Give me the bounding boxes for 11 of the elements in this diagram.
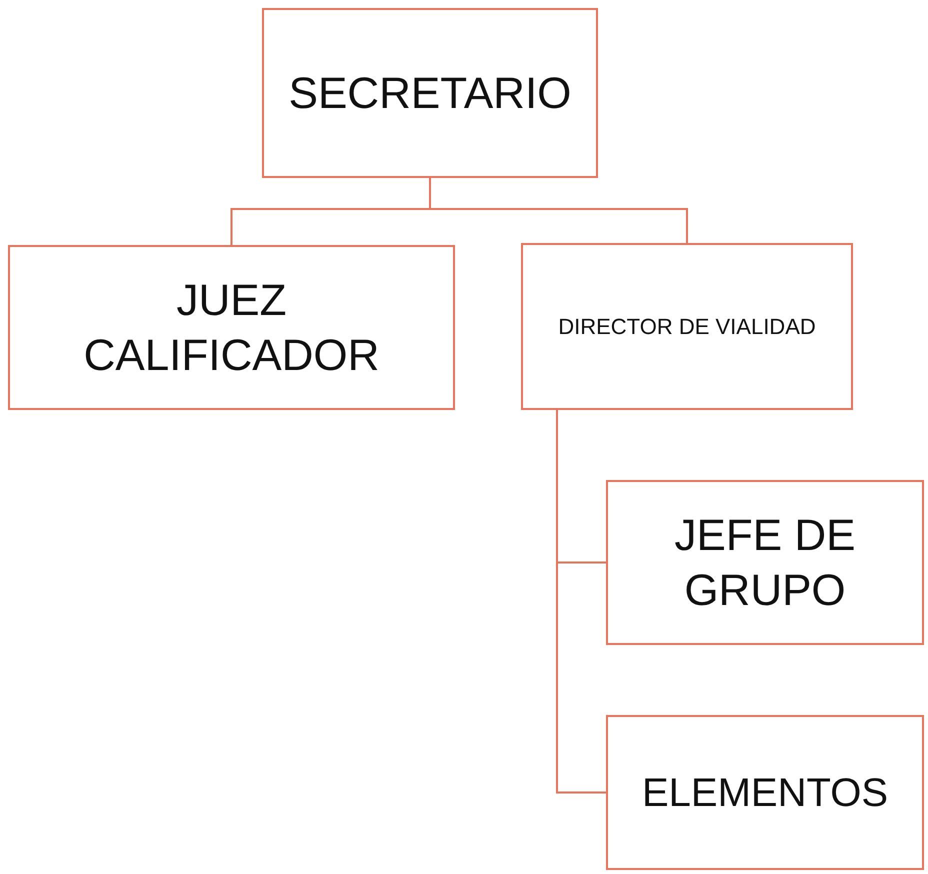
connector-line — [429, 178, 688, 243]
org-box — [521, 243, 853, 410]
position-title: ELEMENTOS — [642, 770, 888, 816]
position-title: SECRETARIO — [288, 68, 572, 120]
org-box — [8, 245, 455, 410]
position-title: DIRECTOR DE VIALIDAD — [558, 312, 816, 340]
org-box — [606, 480, 924, 645]
org-box — [606, 715, 924, 870]
position-title: JEFE DE GRUPO — [674, 510, 856, 616]
org-box — [262, 8, 598, 178]
position-title: JUEZ CALIFICADOR — [82, 274, 380, 382]
